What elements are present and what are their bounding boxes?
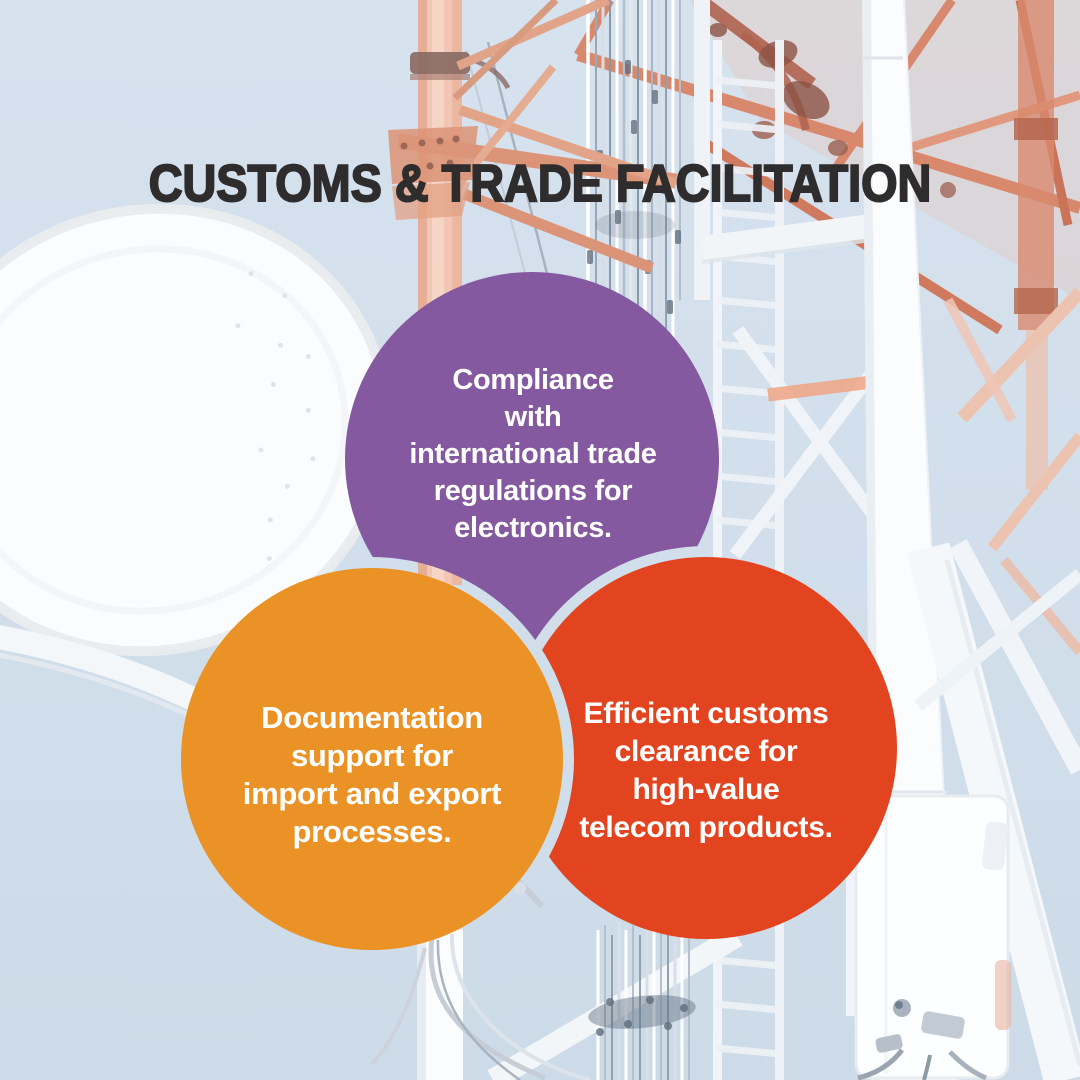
bubble-text-line: international trade (409, 438, 657, 470)
bubble-text-line: telecom products. (579, 811, 833, 844)
bubble-text-line: regulations for (433, 475, 633, 507)
red-bubble-text: Efficient customs clearance for high-val… (526, 695, 886, 847)
bubble-text-line: support for (290, 738, 453, 773)
cable-bundle-bottom (588, 922, 696, 1080)
bubble-text-line: clearance for (614, 735, 798, 768)
bubble-text-line: electronics. (454, 512, 612, 544)
bubble-text-line: Compliance (452, 364, 614, 396)
purple-bubble-text: Compliance with international trade regu… (353, 362, 713, 547)
bubbles (181, 272, 897, 950)
orange-bubble-text: Documentation support for import and exp… (192, 699, 552, 851)
faded-right-braces (943, 287, 1080, 656)
antenna-panel (846, 794, 1011, 1080)
bubble-text-line: processes. (292, 814, 452, 849)
page-title: CUSTOMS & TRADE FACILITATION (148, 154, 932, 214)
bubble-text-line: Efficient customs (583, 697, 829, 730)
bubble-text-line: Documentation (261, 700, 483, 735)
bubble-text-line: import and export (242, 776, 502, 811)
purple-bubble (345, 272, 719, 646)
bubble-text-line: with (504, 401, 562, 433)
red-bubble (515, 557, 897, 939)
bubble-text-line: high-value (632, 773, 780, 806)
orange-bubble (181, 568, 563, 950)
